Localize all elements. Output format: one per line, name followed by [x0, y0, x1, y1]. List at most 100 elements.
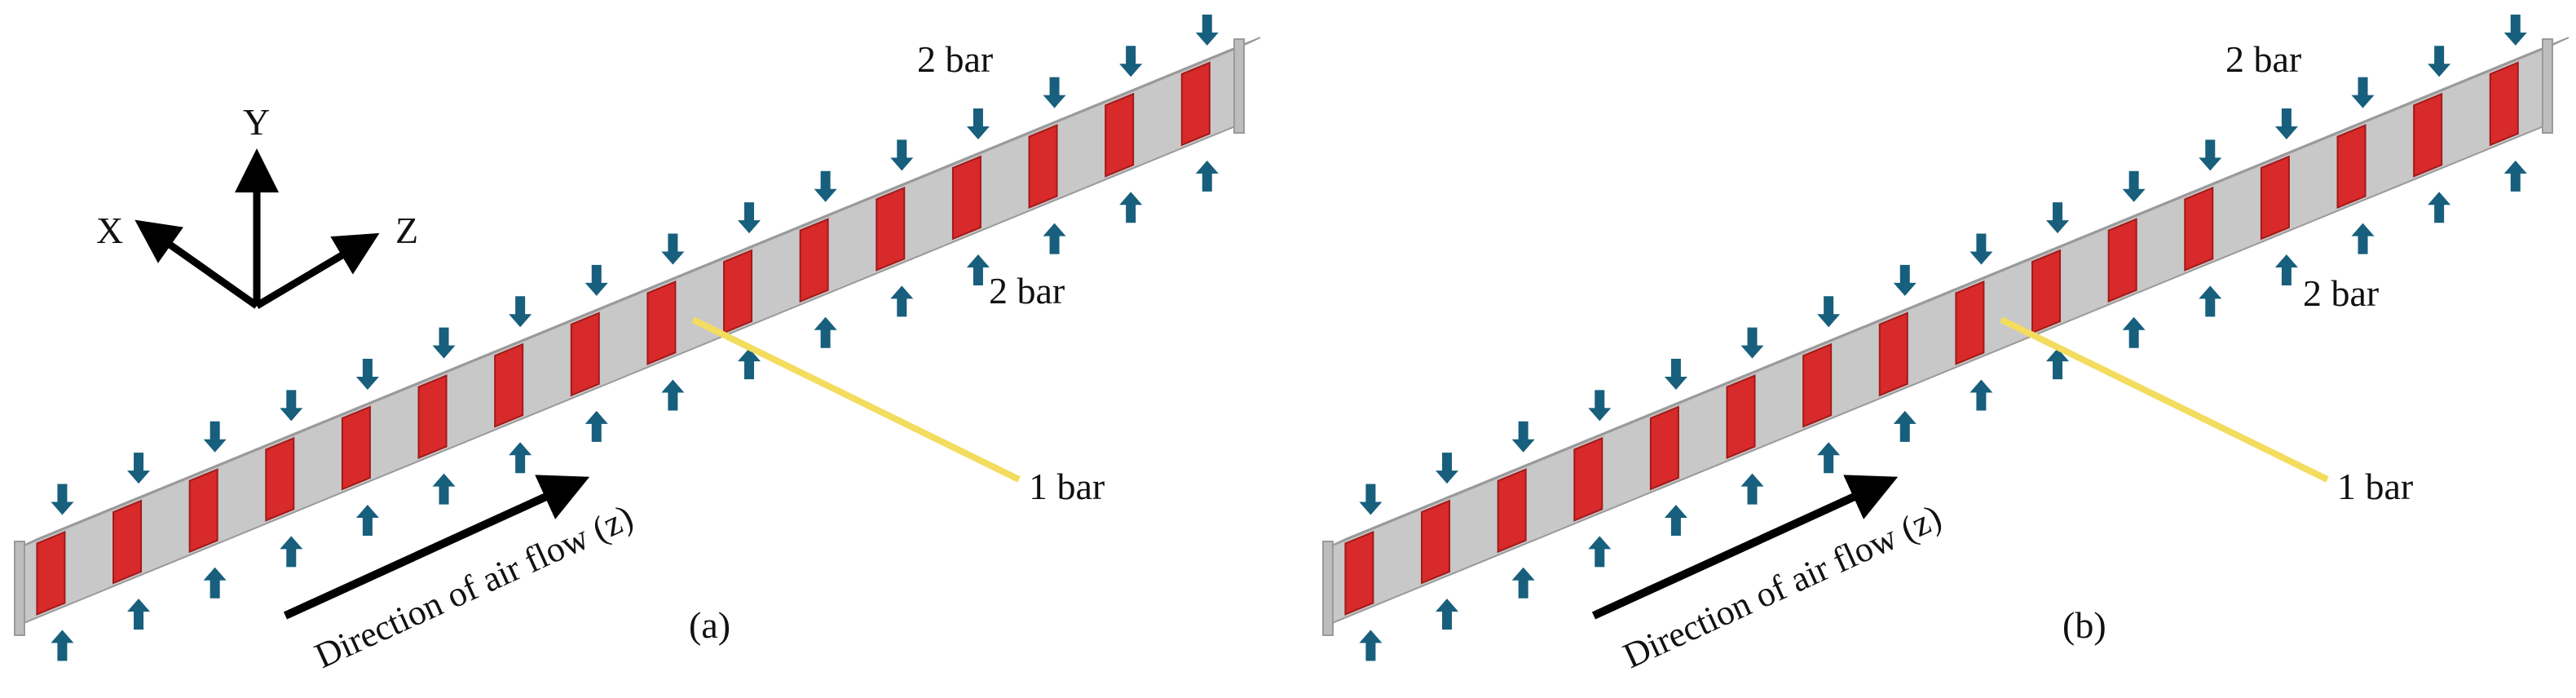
- z-axis-label: Z: [395, 210, 418, 251]
- pressurized-segment: [112, 499, 143, 585]
- pressure-arrow-up: [1195, 160, 1219, 192]
- pressure-arrow-up: [1817, 442, 1841, 474]
- pressure-arrow-up: [2046, 348, 2070, 380]
- pressure-arrow-down: [355, 358, 379, 390]
- pressure-arrow-down: [1893, 264, 1917, 296]
- pressure-arrow-down: [2199, 139, 2222, 171]
- pressurized-segment: [1802, 342, 1833, 428]
- pressurized-segment: [2336, 124, 2366, 210]
- pressurized-segment: [341, 405, 371, 491]
- pressure-arrow-down: [280, 390, 303, 422]
- pressure-arrow-down: [1436, 453, 1459, 484]
- pressure-arrow-up: [1511, 567, 1535, 599]
- pressurized-segment: [1344, 530, 1374, 616]
- pressure-arrow-up: [1893, 410, 1917, 442]
- pressure-arrow-up: [2199, 285, 2222, 317]
- pressurized-segment: [36, 530, 66, 616]
- pressurized-segment: [723, 249, 753, 334]
- pressurized-segment: [1726, 374, 1756, 460]
- pressure-arrow-down: [1119, 46, 1143, 77]
- beam-end-cap: [14, 541, 25, 636]
- top-pressure-label-b: 2 bar: [2225, 38, 2301, 80]
- pressurized-segment: [1180, 61, 1211, 147]
- pressure-arrow-up: [1969, 379, 1993, 411]
- pressurized-segment: [2413, 92, 2443, 178]
- pressure-arrow-up: [355, 504, 379, 536]
- pressurized-segment: [1105, 92, 1135, 178]
- beam-end-cap: [1233, 38, 1245, 134]
- pressure-arrow-up: [509, 442, 532, 474]
- pointer-line-b: [2000, 316, 2329, 483]
- x-axis-arrow: [135, 219, 259, 309]
- pressure-arrow-up: [2503, 160, 2527, 192]
- pressure-arrow-down: [2351, 77, 2375, 108]
- pressurized-segment: [951, 155, 981, 241]
- flow-arrow-b: [1591, 475, 1899, 620]
- pressure-arrow-up: [432, 473, 456, 505]
- pressure-arrow-down: [2503, 14, 2527, 46]
- panel-b: 1 bar 2 bar 2 bar Direction of air flow …: [1322, 14, 2569, 676]
- pressure-arrow-up: [2274, 254, 2298, 285]
- flow-arrow-a: [283, 475, 590, 620]
- pressure-arrow-down: [2428, 46, 2451, 77]
- pressurized-segment: [1573, 436, 1603, 522]
- pressure-arrow-down: [1359, 484, 1383, 515]
- pressure-arrow-up: [966, 254, 990, 285]
- pressure-arrow-down: [1588, 390, 1612, 422]
- pressure-arrow-down: [890, 139, 914, 171]
- beam-end-cap: [1322, 541, 1334, 636]
- pressure-arrow-up: [2351, 223, 2375, 254]
- pressure-arrow-up: [203, 567, 227, 599]
- pointer-label-b: 1 bar: [2337, 466, 2413, 507]
- pressurized-segment: [1497, 468, 1527, 554]
- pressure-arrow-up: [1436, 599, 1459, 630]
- pressure-arrow-down: [814, 170, 837, 202]
- pressurized-segment: [2107, 218, 2137, 303]
- pressure-arrow-up: [890, 285, 914, 317]
- pressure-arrow-down: [738, 202, 761, 234]
- pressure-arrow-down: [1740, 327, 1764, 359]
- y-axis-label: Y: [243, 101, 270, 143]
- pressure-arrow-down: [1195, 14, 1219, 46]
- pressure-arrow-down: [2122, 170, 2146, 202]
- pressure-arrow-up: [738, 348, 761, 380]
- pressurized-segment: [1649, 405, 1679, 491]
- pressure-arrow-up: [127, 599, 151, 630]
- pressurized-segment: [2184, 186, 2214, 272]
- pressure-arrow-up: [814, 316, 837, 348]
- pressure-arrow-down: [1043, 77, 1066, 108]
- beam-b: [1322, 14, 2569, 661]
- beam-end-cap: [2542, 38, 2553, 134]
- pressure-arrow-up: [1588, 536, 1612, 568]
- bottom-pressure-label-b: 2 bar: [2303, 272, 2379, 314]
- pressure-arrow-up: [1043, 223, 1066, 254]
- pressure-arrow-up: [2428, 192, 2451, 223]
- pressure-arrow-down: [203, 421, 227, 453]
- bottom-pressure-label-a: 2 bar: [989, 270, 1065, 311]
- pressurized-segment: [417, 374, 448, 460]
- pressure-arrow-down: [661, 233, 685, 265]
- pressurized-segment: [799, 218, 829, 303]
- caption-a: (a): [689, 604, 730, 646]
- pressure-arrow-up: [1119, 192, 1143, 223]
- pressurized-segment: [265, 436, 295, 522]
- pointer-line-a: [691, 316, 1021, 483]
- pressure-arrow-down: [1817, 296, 1841, 328]
- pressurized-segment: [2489, 61, 2519, 147]
- pressurized-segment: [1955, 280, 1985, 365]
- pressure-arrow-down: [51, 484, 74, 515]
- pressure-arrow-up: [584, 410, 608, 442]
- axis-triad: Y X Z: [96, 101, 418, 309]
- pressure-arrow-down: [2274, 108, 2298, 139]
- pressure-arrow-down: [432, 327, 456, 359]
- panel-a: 1 bar 2 bar 2 bar Direction of air flow …: [14, 14, 1261, 676]
- pressurized-segment: [876, 186, 906, 272]
- pressure-arrow-down: [966, 108, 990, 139]
- pressurized-segment: [1878, 311, 1908, 397]
- pressurized-segment: [1028, 124, 1058, 210]
- pressure-arrow-up: [2122, 316, 2146, 348]
- z-axis-arrow: [254, 232, 380, 309]
- pressure-arrow-down: [509, 296, 532, 328]
- pressurized-segment: [2260, 155, 2290, 241]
